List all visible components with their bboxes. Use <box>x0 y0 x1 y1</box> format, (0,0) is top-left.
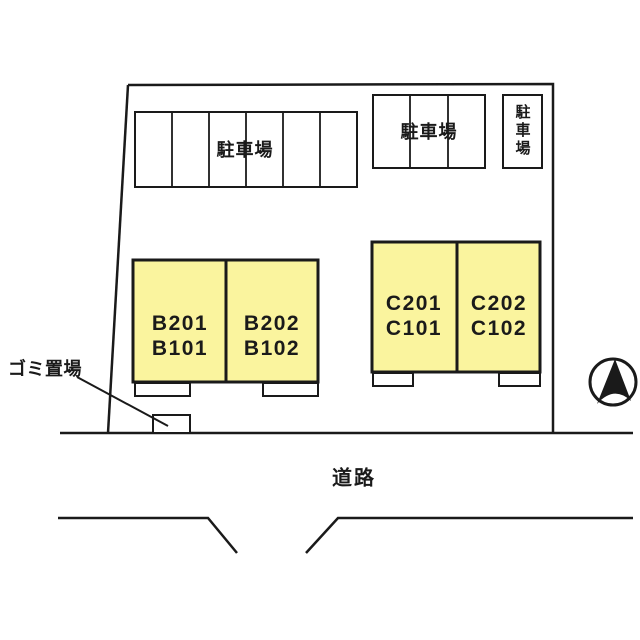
building-b-right-label: B202 B102 <box>244 311 300 361</box>
parking-left-label: 駐車場 <box>216 140 274 160</box>
parking-lot-right-outline <box>502 94 543 169</box>
parking-middle-label: 駐車場 <box>400 122 458 142</box>
unit-number: B101 <box>151 337 209 360</box>
building-c-right-porch <box>498 372 541 387</box>
building-b-right-porch <box>262 382 319 397</box>
building-c-left-label: C201 C101 <box>386 291 442 341</box>
unit-number: B201 <box>151 312 209 335</box>
parking-right-label: 駐車場 <box>513 104 531 158</box>
building-b-left-porch <box>134 382 191 397</box>
building-c-left-unit <box>370 240 459 374</box>
parking-lot-left <box>134 111 358 188</box>
garbage-leader-line <box>76 376 169 427</box>
building-c-right-label: C202 C102 <box>471 291 527 341</box>
unit-number: C101 <box>385 317 443 340</box>
road-label: 道路 <box>332 467 376 490</box>
unit-number: C202 <box>470 292 528 315</box>
garbage-place-box <box>152 414 191 434</box>
garbage-place-label: ゴミ置場 <box>8 359 82 379</box>
building-c-left-porch <box>372 372 414 387</box>
unit-number: B102 <box>243 337 301 360</box>
property-boundary-top-right <box>127 82 555 433</box>
building-b-left-label: B201 B101 <box>152 311 208 361</box>
parking-lot-middle-outline <box>372 94 486 169</box>
unit-number: C201 <box>385 292 443 315</box>
north-arrow-icon <box>588 357 638 407</box>
road-lower-edge-left <box>58 516 238 554</box>
property-boundary-left <box>106 84 130 434</box>
unit-number: C102 <box>470 317 528 340</box>
compass-needle <box>597 359 631 404</box>
road-lower-edge-right <box>305 516 633 554</box>
parking-lot-middle <box>372 94 486 169</box>
unit-number: B202 <box>243 312 301 335</box>
